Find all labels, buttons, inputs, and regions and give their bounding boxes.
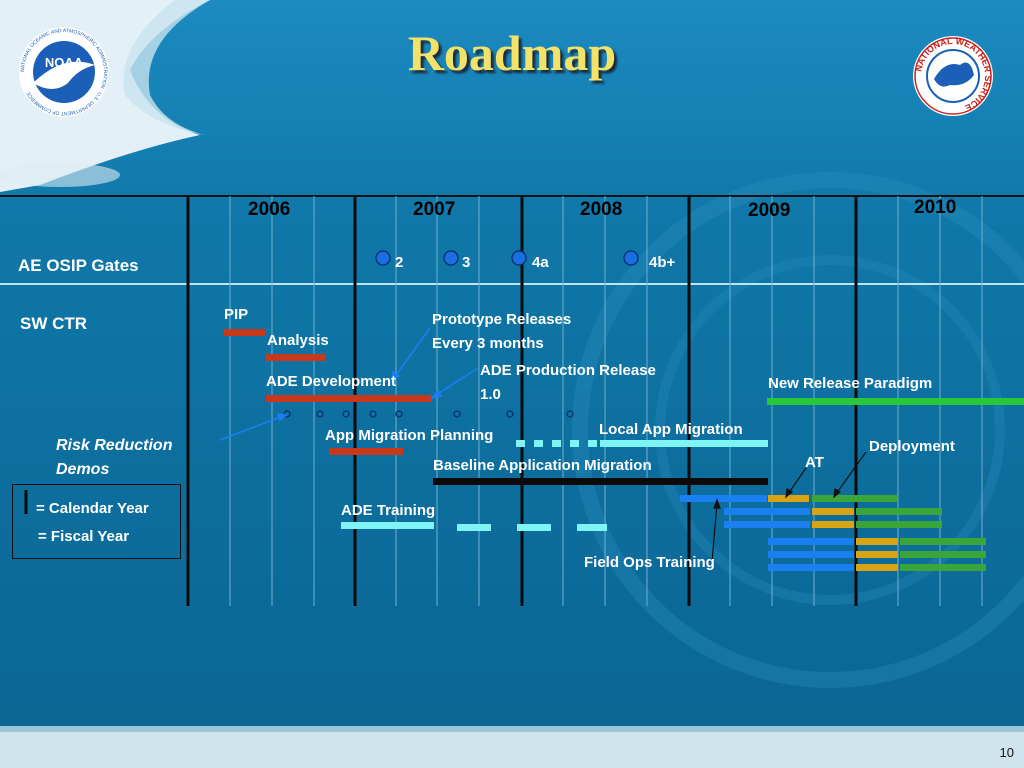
ade-production-release-label-1: ADE Production Release [480, 362, 656, 379]
at-callout-line [787, 467, 807, 495]
deployment-callout-line [835, 451, 867, 495]
year-2008: 2008 [580, 199, 623, 220]
prototype-callout-line [393, 327, 431, 379]
gate-4b-marker [623, 250, 639, 266]
gate-3-marker [443, 250, 459, 266]
app-migration-planning-bar [329, 448, 403, 455]
risk-reduction-callout-line [219, 415, 284, 441]
prototype-releases-label-1: Prototype Releases [432, 311, 572, 328]
page-title: Roadmap [407, 25, 617, 81]
sw-ctr-label: SW CTR [20, 314, 88, 333]
legend-fiscal-year: = Fiscal Year [38, 528, 130, 545]
prototype-release-markers [283, 410, 574, 418]
ade-production-release-label-2: 1.0 [480, 386, 501, 403]
noaa-logo-text: NOAA [45, 55, 84, 70]
field-ops-training-label: Field Ops Training [584, 554, 715, 571]
local-app-migration-label: Local App Migration [599, 421, 743, 438]
prototype-releases-label-2: Every 3 months [432, 335, 544, 352]
risk-reduction-label-2: Demos [56, 461, 110, 478]
gate-2-marker [375, 250, 391, 266]
legend-box [12, 484, 181, 559]
gate-3-label: 3 [462, 254, 471, 271]
new-release-paradigm-bar [767, 398, 1024, 405]
nws-logo: NATIONAL WEATHER SERVICE [913, 36, 993, 116]
noaa-logo: NOAA NATIONAL OCEANIC AND ATMOSPHERIC AD… [19, 27, 109, 117]
local-app-migration-dashes [516, 440, 597, 447]
year-2009: 2009 [748, 200, 791, 221]
ade-development-label: ADE Development [266, 373, 397, 390]
field-ops-callout-line [711, 503, 718, 563]
legend-calendar-year: = Calendar Year [36, 500, 149, 517]
year-2007: 2007 [413, 199, 456, 220]
year-2006: 2006 [248, 199, 291, 220]
ade-development-bar [266, 395, 432, 402]
app-migration-planning-label: App Migration Planning [325, 427, 494, 444]
new-release-paradigm-label: New Release Paradigm [768, 375, 933, 392]
pip-label: PIP [224, 306, 249, 323]
gate-4a-label: 4a [532, 254, 549, 271]
risk-reduction-label-1: Risk Reduction [56, 437, 173, 454]
baseline-app-migration-bar [433, 478, 768, 485]
year-2010: 2010 [914, 197, 957, 218]
ae-osip-gates-label: AE OSIP Gates [18, 256, 139, 275]
gate-2-label: 2 [395, 254, 404, 271]
analysis-bar [266, 354, 325, 361]
gate-4a-marker [511, 250, 527, 266]
analysis-label: Analysis [267, 332, 329, 349]
deployment-label: Deployment [869, 438, 955, 455]
pip-bar [224, 329, 265, 336]
ade-training-label: ADE Training [341, 502, 436, 519]
ade-training-bars [341, 522, 607, 531]
local-app-migration-bar [600, 440, 768, 447]
gate-4b-label: 4b+ [649, 254, 676, 271]
deployment-bars [680, 495, 986, 571]
baseline-app-migration-label: Baseline Application Migration [433, 457, 652, 474]
page-number: 10 [999, 745, 1014, 760]
at-label: AT [805, 454, 824, 471]
ade-production-callout-line [435, 367, 479, 396]
